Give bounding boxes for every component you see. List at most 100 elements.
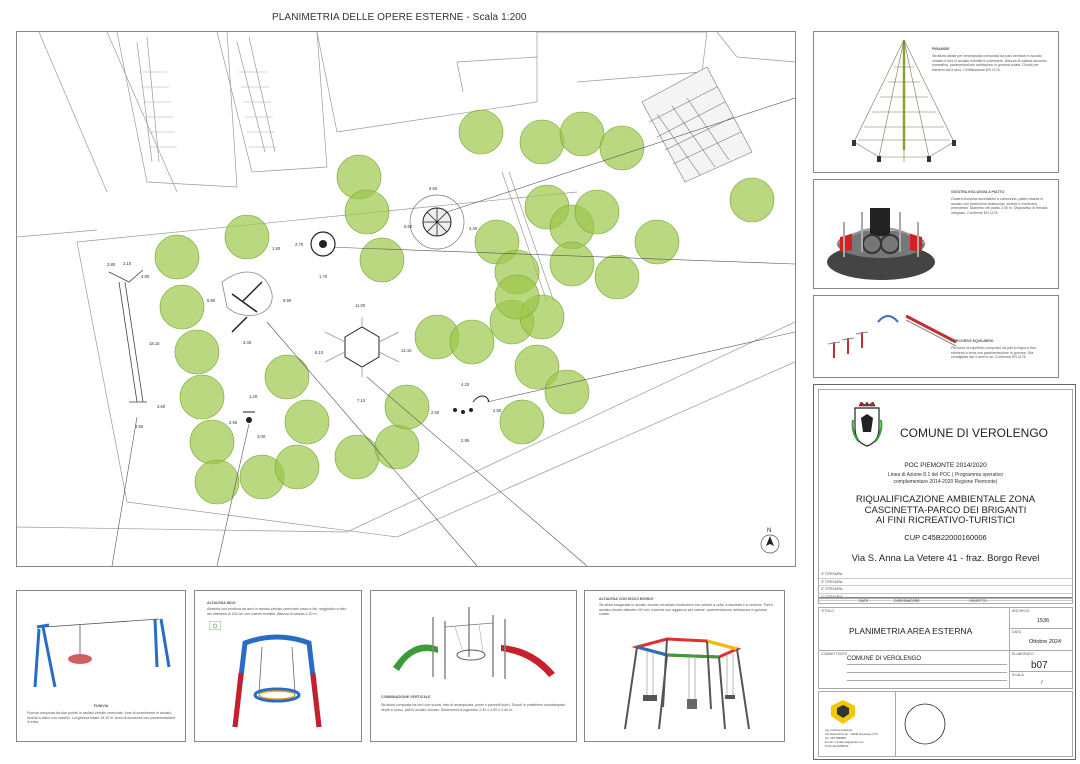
leader-lines [111,97,795,566]
equipment-pyramid [409,194,465,250]
tree-canopy [154,234,200,280]
label-data: DATA [1012,630,1022,634]
tree-canopy [574,189,620,235]
sheet-info: TITOLO PLANIMETRIA AREA ESTERNA COMMITTE… [818,607,1073,689]
label-committente: COMMITTENTE [821,652,848,656]
committente: COMUNE DI VEROLENGO [847,656,922,662]
project-line-3: AI FINI RICREATIVO-TURISTICI [875,515,1016,526]
site-address: Via S. Anna La Vetere 41 - fraz. Borgo R… [851,553,1040,564]
product-panel-percorso: PERCORSO EQUILIBRIO Percorso di equilibr… [813,295,1059,378]
revision-row: 2° STESURA [819,586,1072,594]
dim-label: 2.50 [493,408,502,413]
tree-canopy [334,434,380,480]
title-block: COMUNE DI VEROLENGO POC PIEMONTE 2014/20… [813,384,1076,760]
altalena-title: ALTALENA NIDO [207,601,236,605]
revision-row: 4° STESURA [819,571,1072,579]
sheet-date: Ottobre 2024 [1029,639,1062,645]
comune-crest-icon [851,402,883,447]
revision-row: 3° STESURA [819,579,1072,586]
hexagonal-swing-image [624,637,750,730]
dim-label: 18.10 [149,341,160,346]
label-titolo: TITOLO [821,609,834,613]
tree-canopy [284,399,330,445]
north-label: N [767,528,771,534]
dim-label: 12.10 [401,348,412,353]
tree-canopy [559,111,605,157]
product-panel-giostra: GIOSTRA INCLUSIVA A PIATTO Giostra inclu… [813,179,1059,289]
piramide-description: Struttura ideale per arrampicata compost… [932,54,1047,72]
esagonale-description: Struttura esagonale in acciaio zincato v… [599,603,774,617]
plan-title: PLANIMETRIA DELLE OPERE ESTERNE - Scala … [272,12,527,23]
tree-canopy [458,109,504,155]
piramide-title: PIRAMIDE [932,47,950,51]
project-info: COMUNE DI VEROLENGO POC PIEMONTE 2014/20… [818,389,1073,599]
designer-address: Via Settembrini 12 - 10038 Verolengo (TO… [825,732,878,736]
elaborato-code: b07 [1031,660,1048,671]
equipment-nest-swing [243,411,255,423]
revision-row: 1° STESURA [819,594,1072,601]
dim-label: 1.20 [249,394,258,399]
tree-canopy [224,214,270,260]
product-panel-combinato: COMBINAZIONE VERTICALE Struttura compost… [370,590,577,742]
designer-logo-icon [831,700,855,724]
accessibility-icon [209,621,221,630]
product-panel-piramide: PIRAMIDE Struttura ideale per arrampicat… [813,31,1059,173]
tree-canopy [159,284,205,330]
project-line-1: RIQUALIFICAZIONE AMBIENTALE ZONA [855,494,1036,505]
combinato-description: Struttura composta da torri con scivoli,… [381,703,565,712]
dim-label: 5.80 [207,298,216,303]
equipment-zipline [108,269,147,403]
tree-canopy [544,369,590,415]
tree-canopy [274,444,320,490]
label-elaborato: ELABORATO [1012,652,1034,656]
combination-structure-image [393,607,555,679]
product-panel-funivia: FUNIVIA Funivia composta da due portali … [16,590,186,742]
equipment-carousel [310,231,336,257]
dim-label: 5.60 [404,224,413,229]
esagonale-title: ALTALENA CON DISCO BORDO [599,597,654,601]
dim-label: 1.70 [319,274,328,279]
project-line-2: CASCINETTA-PARCO DEI BRIGANTI [864,504,1027,516]
tree-canopy [514,344,560,390]
program-line-2: complementare 2014-2020 Regione Piemonte… [893,479,998,485]
tree-canopy [194,459,240,505]
altalena-description: Altalena con struttura ad arco in acciai… [207,607,347,616]
tree-canopy [519,119,565,165]
tree-canopy [494,274,540,320]
tree-canopy [384,384,430,430]
rev-header-designer: DISEGNATORE [894,599,920,603]
tree-canopy [499,399,545,445]
inclusive-carousel-image [827,208,935,280]
label-archivio: ARCHIVIO [1012,609,1030,613]
tree-canopy [179,374,225,420]
scale-value: / [1041,680,1043,686]
tree-canopy [174,329,220,375]
dim-label: 2.80 [107,262,116,267]
designer-block: Ing. Cristina Avalonde Via Settembrini 1… [818,691,1073,757]
dimension-labels: 6.60 5.60 1.70 2.70 9.90 5.80 3.40 11.00… [107,186,502,443]
tree-canopy [594,254,640,300]
dim-label: 4.80 [141,274,150,279]
tree-canopy [634,219,680,265]
label-scala: SCALA [1012,673,1024,677]
site-plan: 6.60 5.60 1.70 2.70 9.90 5.80 3.40 11.00… [16,31,796,567]
north-arrow-icon: N [760,528,780,554]
pyramid-climbing-net-image [852,39,956,162]
tree-canopy [549,241,595,287]
dim-label: 8.10 [315,350,324,355]
trees [154,109,775,505]
funivia-title: FUNIVIA [93,704,109,708]
dim-label: 3.60 [157,404,166,409]
equipment-balance-path [453,395,490,414]
tree-canopy [264,354,310,400]
dim-label: 2.60 [431,410,440,415]
dim-label: 1.80 [272,246,281,251]
product-panel-esagonale: ALTALENA CON DISCO BORDO Struttura esago… [584,590,785,742]
combinato-title: COMBINAZIONE VERTICALE [381,695,431,699]
dim-label: 2.10 [123,261,132,266]
site-plan-drawing: 6.60 5.60 1.70 2.70 9.90 5.80 3.40 11.00… [17,32,795,566]
tree-canopy [599,125,645,171]
dim-label: 3.50 [135,424,144,429]
designer-tel: Tel. 338 4888857 [825,736,847,740]
cup-code: CUP C45B22000160006 [904,533,987,542]
